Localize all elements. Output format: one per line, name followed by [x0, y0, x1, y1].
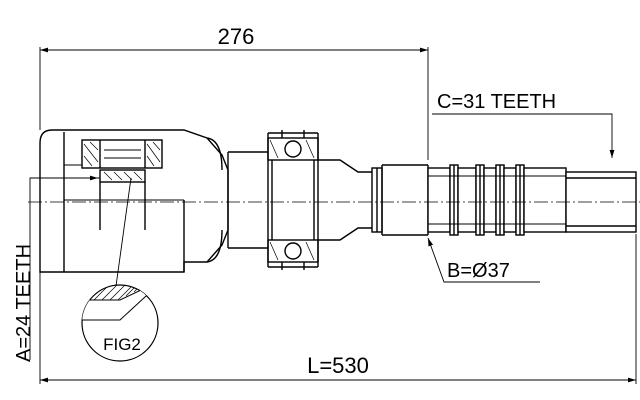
joint-housing	[39, 129, 229, 273]
diameter-label: B=Ø37	[447, 260, 510, 282]
dimension-530: L=530	[39, 234, 637, 384]
outer-spline-label: C=31 TEETH	[437, 91, 556, 113]
detail-fig2: FIG2	[81, 177, 159, 362]
dimension-276-label: 276	[218, 24, 255, 49]
callout-outer-spline: C=31 TEETH	[432, 91, 615, 158]
callout-inner-spline: A=24 TEETH	[13, 175, 98, 362]
inner-spline-label: A=24 TEETH	[13, 244, 35, 362]
shaft-neck	[227, 151, 268, 249]
dimension-276: 276	[39, 24, 429, 160]
dimension-530-label: L=530	[307, 353, 369, 378]
detail-label: FIG2	[103, 335, 141, 354]
support-bearing	[267, 130, 319, 270]
callout-diameter: B=Ø37	[427, 237, 540, 283]
shaft-body	[318, 159, 637, 241]
